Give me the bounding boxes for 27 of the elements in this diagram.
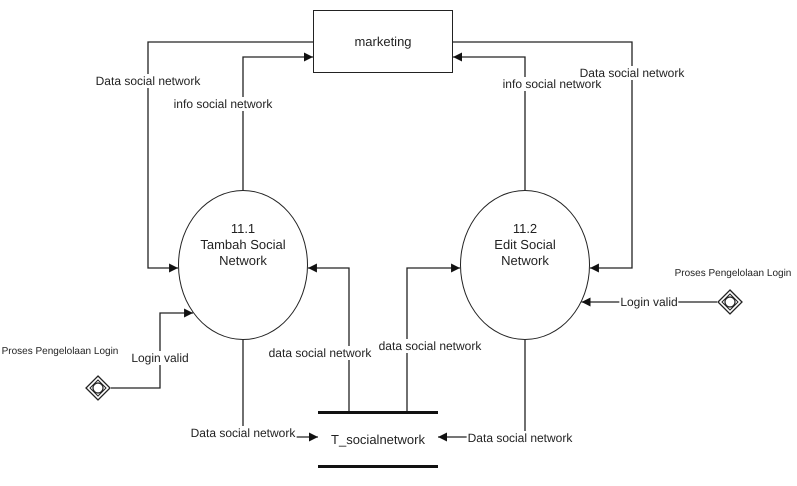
entity-label: Proses Pengelolaan Login [2,346,118,357]
arrow [111,308,194,389]
arrow [406,264,460,411]
data-store [318,411,438,468]
edge-label: Data social network [94,74,202,88]
process-label: Tambah Social Network [199,237,287,269]
edge-label: data social network [268,346,372,360]
edge-label: Login valid [619,295,679,309]
arrow [308,264,350,411]
edge-label: Login valid [130,351,190,365]
entity-box [313,10,453,73]
edge-label: data social network [378,339,482,353]
edge-label: info social network [502,77,602,91]
entity-label: Proses Pengelolaan Login [674,268,792,279]
process-label: Edit Social Network [493,237,557,269]
store-label: T_socialnetwork [331,432,425,448]
arrow [147,41,313,272]
arrow [242,52,313,190]
edge-label: Data social network [578,66,686,80]
entity-label: marketing [354,34,412,50]
edge-label: info social network [172,97,274,111]
arrow [453,41,633,272]
process-label: 11.2 [512,221,538,237]
edge-label: Data social network [190,426,296,440]
edge-label: Data social network [466,431,574,445]
arrow [453,52,526,190]
process-label: 11.1 [230,221,256,237]
